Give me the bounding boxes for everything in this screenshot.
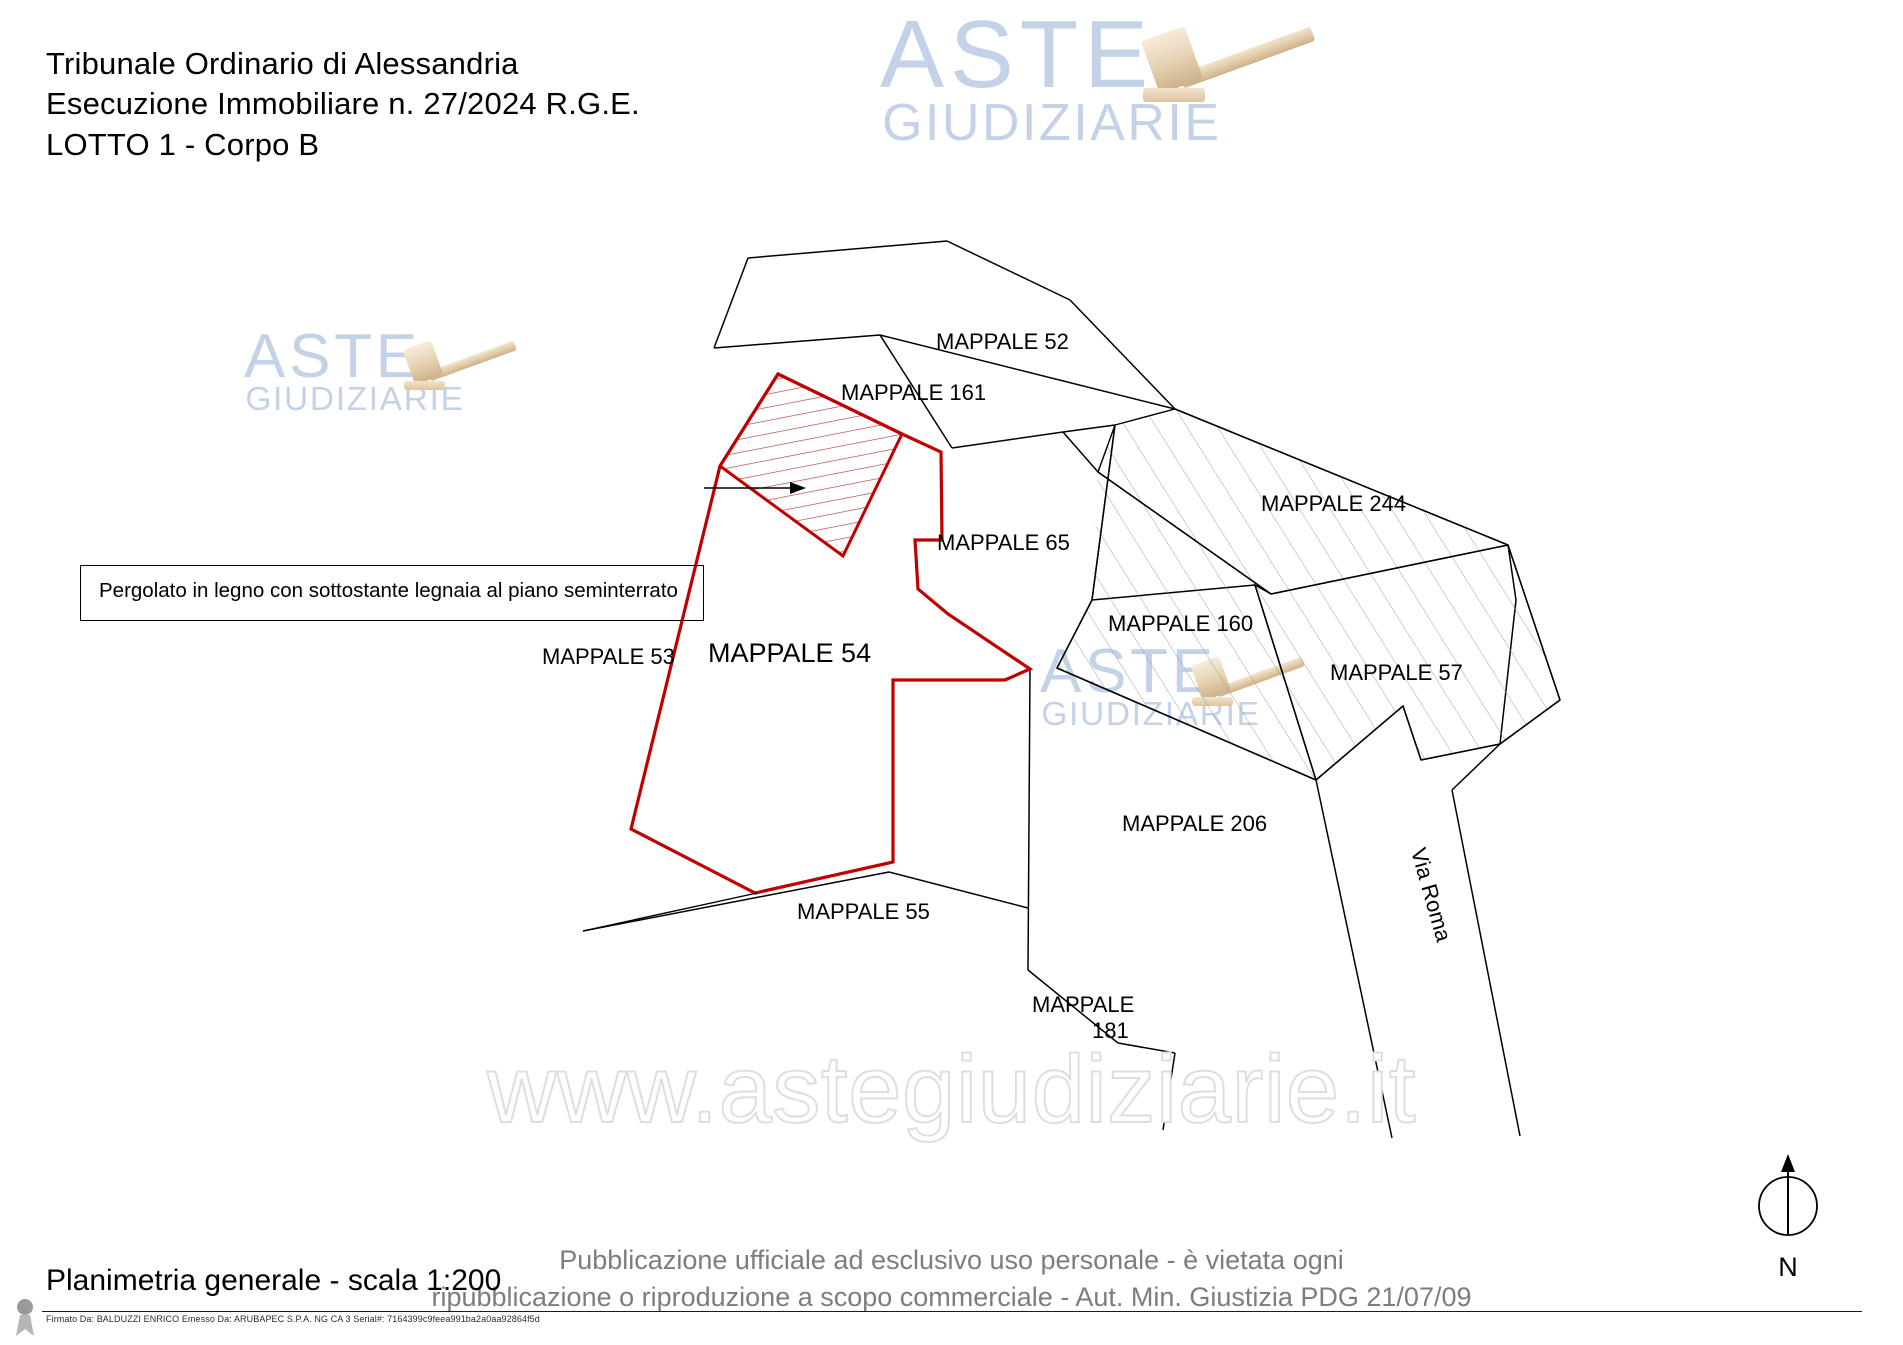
map-label-mappale-57: MAPPALE 57 bbox=[1330, 660, 1463, 685]
page-title: Tribunale Ordinario di Alessandria Esecu… bbox=[46, 44, 640, 165]
scale-title: Planimetria generale - scala 1:200 bbox=[46, 1264, 502, 1297]
title-line-lot: LOTTO 1 - Corpo B bbox=[46, 126, 320, 162]
map-label-mappale-206: MAPPALE 206 bbox=[1122, 811, 1268, 836]
map-label-mappale-53: MAPPALE 53 bbox=[542, 644, 675, 669]
north-compass: N bbox=[1742, 1148, 1834, 1288]
title-line-court: Tribunale Ordinario di Alessandria bbox=[46, 46, 519, 81]
map-label-mappale-52: MAPPALE 52 bbox=[936, 329, 1069, 354]
title-line-case: Esecuzione Immobiliare n. 27/2024 R.G.E. bbox=[46, 86, 640, 122]
map-label-mappale-54: MAPPALE 54 bbox=[708, 638, 872, 668]
map-label-mappale-244: MAPPALE 244 bbox=[1261, 491, 1407, 516]
map-label-mappale-55: MAPPALE 55 bbox=[797, 899, 930, 924]
signature-seal-icon bbox=[16, 1299, 34, 1336]
map-label-mappale-161: MAPPALE 161 bbox=[841, 380, 987, 405]
signature-rule bbox=[42, 1311, 1862, 1312]
north-label: N bbox=[1778, 1252, 1798, 1282]
annotation-callout-box: Pergolato in legno con sottostante legna… bbox=[80, 565, 704, 621]
map-label-mappale-160: MAPPALE 160 bbox=[1108, 611, 1254, 636]
annotation-callout-text: Pergolato in legno con sottostante legna… bbox=[99, 579, 678, 602]
digital-signature-text: Firmato Da: BALDUZZI ENRICO Emesso Da: A… bbox=[46, 1314, 540, 1324]
map-label-mappale-65: MAPPALE 65 bbox=[937, 530, 1070, 555]
map-label-mappale-181-top: MAPPALE bbox=[1032, 992, 1135, 1017]
map-label-mappale-181-num: 181 bbox=[1092, 1018, 1129, 1043]
